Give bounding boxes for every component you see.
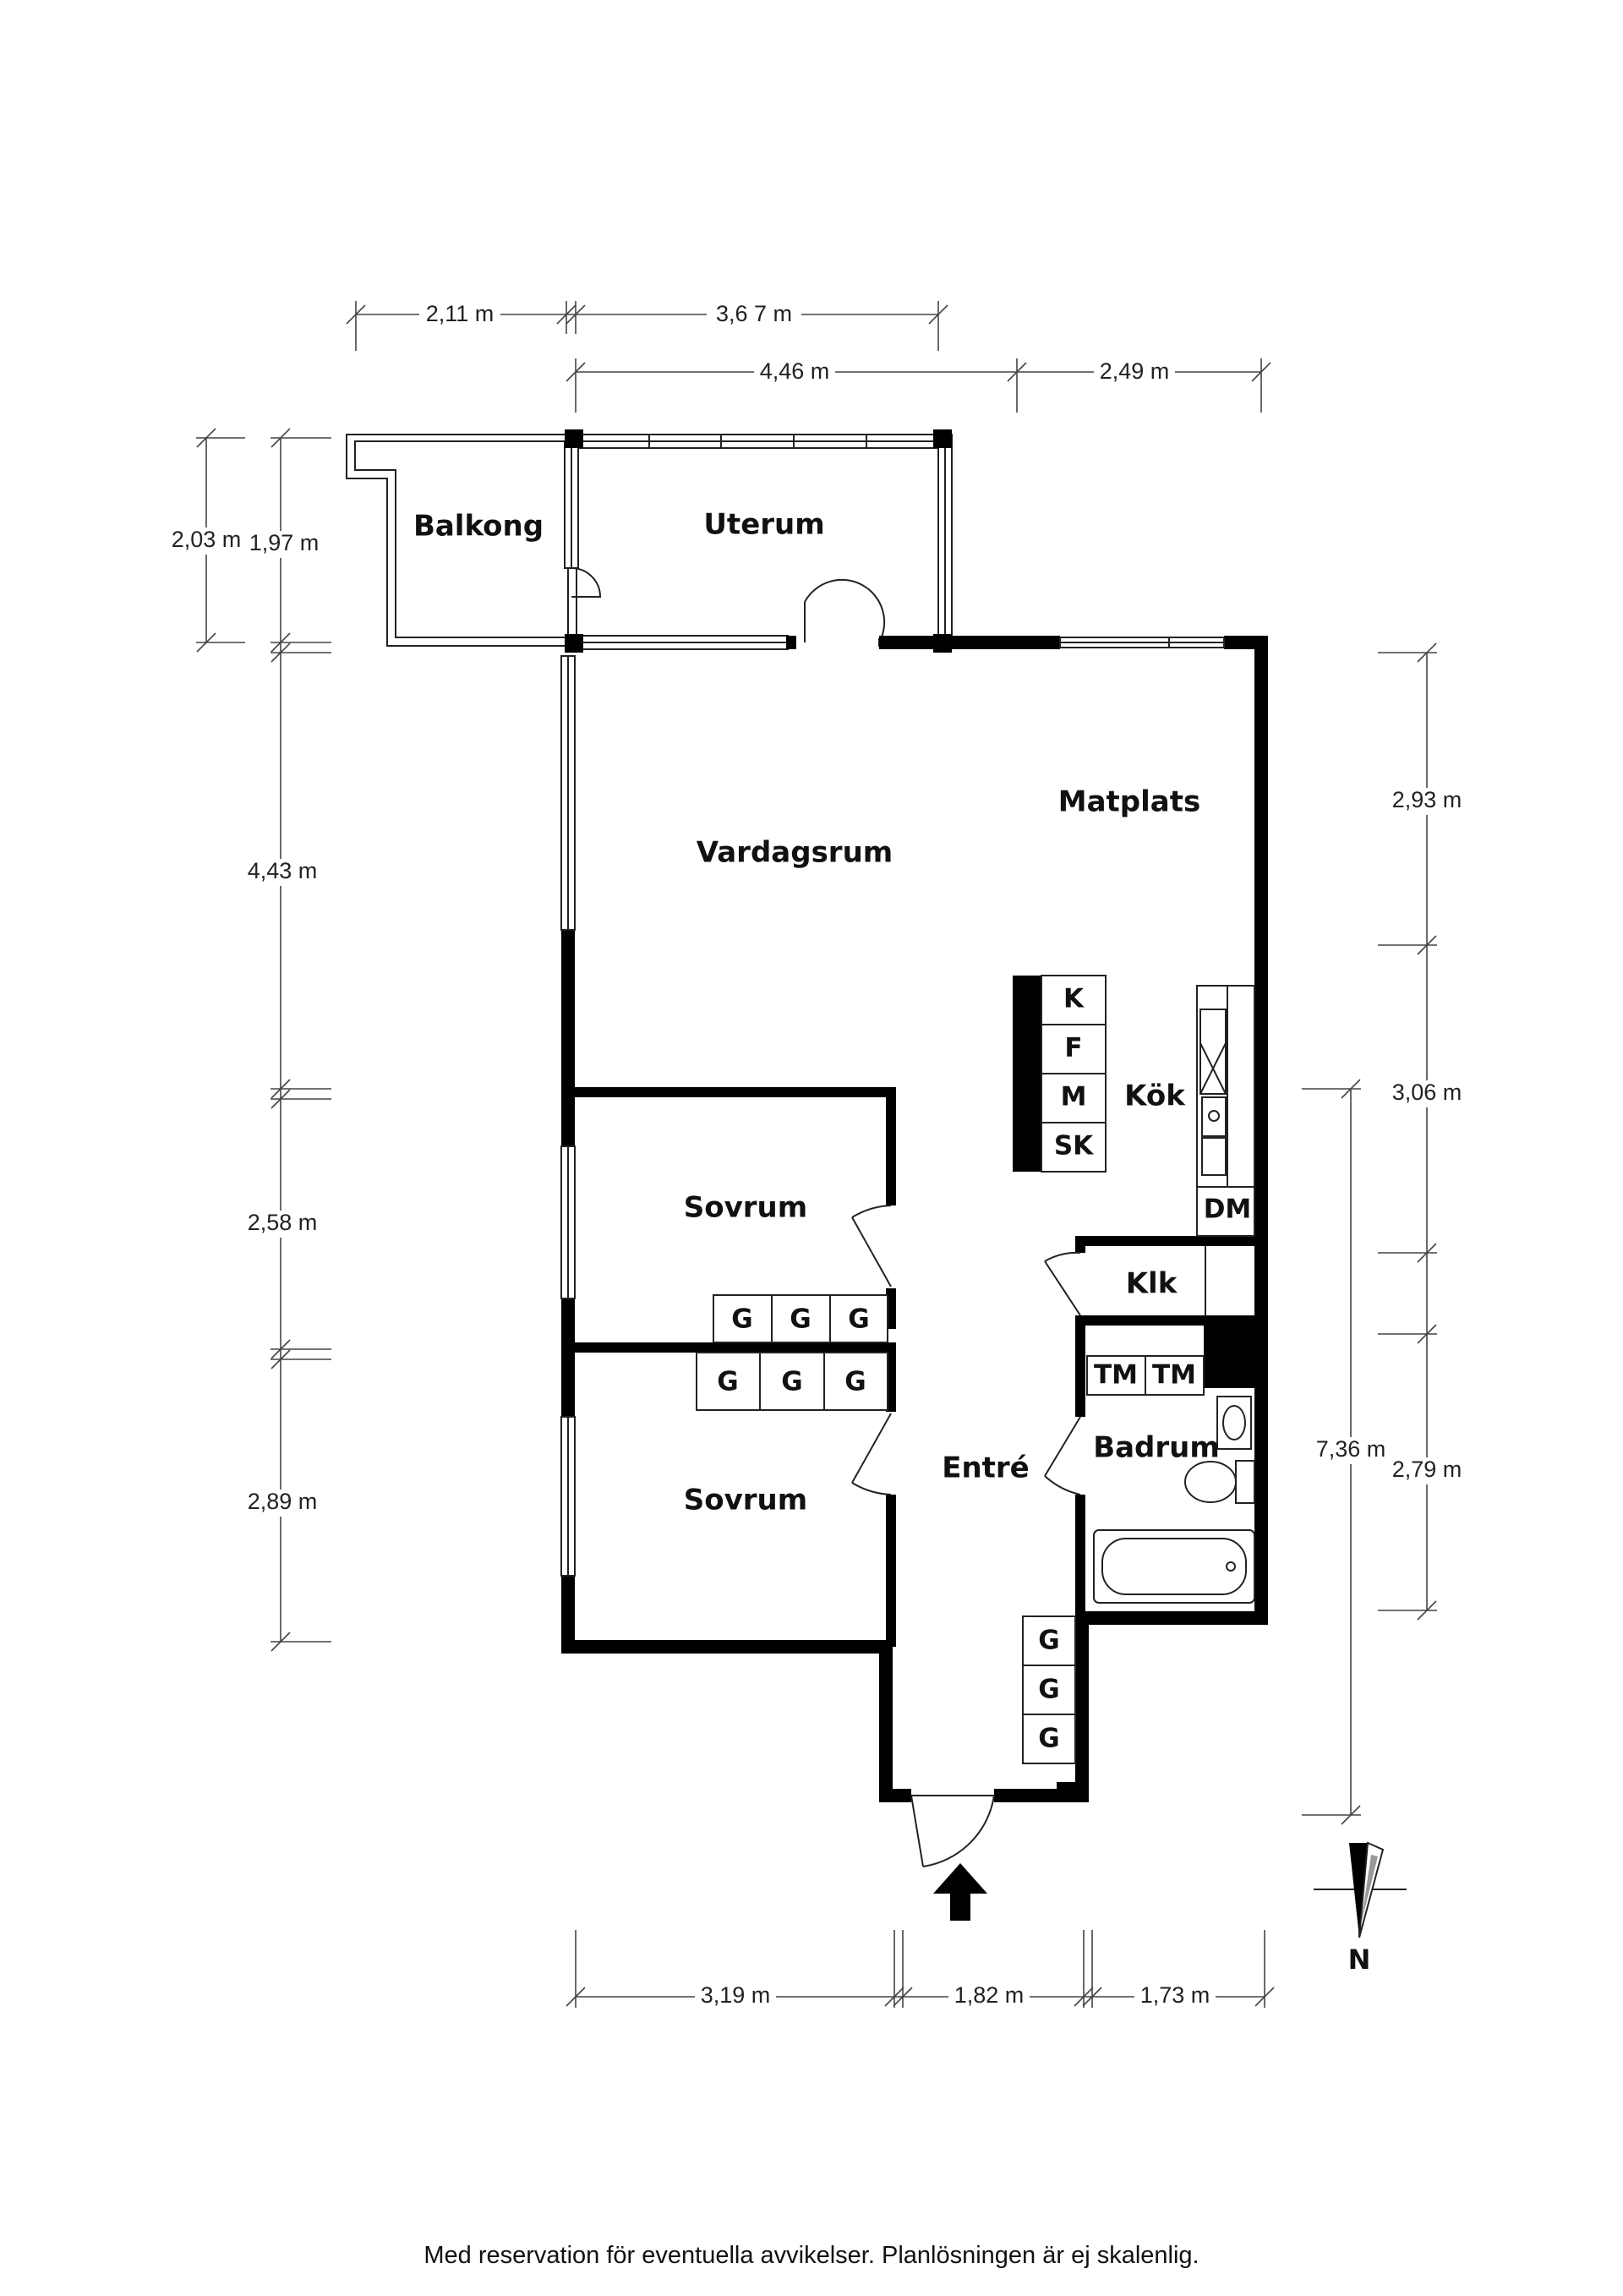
- wardrobe-label: G: [848, 1304, 869, 1335]
- sunroom-door: [804, 578, 886, 643]
- hall-wardrobes: G G G: [1022, 1615, 1076, 1764]
- wardrobe-label: G: [731, 1304, 752, 1335]
- dim-right-matplats: 2,93 m: [1392, 787, 1462, 812]
- kitchen-counter: DM: [1196, 985, 1255, 1237]
- dim-top-balkong: 2,11 m: [426, 301, 495, 326]
- compass-north-label: N: [1348, 1943, 1371, 1976]
- wardrobe-label: G: [1038, 1675, 1059, 1705]
- wardrobe-label: G: [844, 1367, 866, 1397]
- dim-right-badrum: 2,79 m: [1392, 1457, 1462, 1482]
- room-label-kok: Kök: [1124, 1080, 1186, 1113]
- room-label-sovrum-1: Sovrum: [684, 1191, 807, 1225]
- sunroom-glazing: [564, 434, 953, 650]
- balcony-door: [571, 567, 602, 598]
- dim-bottom-right: 1,73 m: [1140, 1982, 1210, 2008]
- room-label-klk: Klk: [1126, 1267, 1178, 1301]
- wardrobe-label: G: [781, 1367, 802, 1397]
- compass: N: [1314, 1841, 1407, 1976]
- dim-left-sovrum-1: 2,58 m: [248, 1210, 318, 1235]
- washing-machine-label: TM: [1094, 1360, 1138, 1391]
- entrance-arrow-icon: [933, 1863, 987, 1921]
- bathroom-fixtures: TM TM: [1086, 1355, 1255, 1604]
- dim-right-kok: 3,06 m: [1392, 1080, 1462, 1105]
- wardrobe-label: G: [1038, 1626, 1059, 1656]
- dim-top-uterum: 3,6 7 m: [716, 301, 792, 326]
- room-label-vardagsrum: Vardagsrum: [697, 836, 893, 870]
- dim-left-sovrum-2: 2,89 m: [248, 1489, 318, 1514]
- dim-bottom-middle: 1,82 m: [954, 1982, 1025, 2008]
- room-label-badrum: Badrum: [1093, 1431, 1220, 1465]
- dimension-labels: 2,11 m 3,6 7 m 4,46 m 2,49 m 2,03 m 1,97…: [166, 301, 1467, 2010]
- room-label-sovrum-2: Sovrum: [684, 1484, 807, 1517]
- bedroom-1-wardrobes: G G G: [713, 1294, 888, 1343]
- dryer-label: TM: [1152, 1360, 1196, 1391]
- wardrobe-label: G: [790, 1304, 811, 1335]
- compass-needle-icon: [1349, 1843, 1368, 1938]
- room-labels: Balkong Uterum Vardagsrum Matplats Kök S…: [413, 508, 1220, 1517]
- dim-bottom-left: 3,19 m: [701, 1982, 771, 2008]
- interior-walls: [561, 1087, 1261, 1647]
- wardrobe-label: G: [717, 1367, 738, 1397]
- wardrobe-label: G: [1038, 1724, 1059, 1754]
- dim-left-uterum: 1,97 m: [249, 530, 320, 555]
- freezer-label: F: [1064, 1033, 1082, 1063]
- dim-left-outer: 2,03 m: [172, 527, 242, 552]
- dim-left-vardagsrum: 4,43 m: [248, 858, 318, 883]
- room-label-balkong: Balkong: [413, 510, 544, 544]
- disclaimer-footer: Med reservation för eventuella avvikelse…: [424, 2242, 1199, 2269]
- fridge-label: K: [1063, 984, 1085, 1014]
- kitchen-appliances: K F M SK: [1013, 975, 1107, 1173]
- dim-top-main-left: 4,46 m: [760, 358, 830, 384]
- room-label-matplats: Matplats: [1058, 785, 1200, 819]
- dishwasher-label: DM: [1204, 1194, 1252, 1225]
- doors: [851, 1205, 1081, 1867]
- room-label-entre: Entré: [942, 1451, 1030, 1485]
- dim-top-main-right: 2,49 m: [1100, 358, 1170, 384]
- bedroom-2-wardrobes: G G G: [696, 1352, 888, 1411]
- dim-right-outer: 7,36 m: [1316, 1436, 1386, 1462]
- room-label-uterum: Uterum: [703, 508, 824, 542]
- cabinet-label: SK: [1054, 1131, 1094, 1162]
- microwave-label: M: [1061, 1082, 1087, 1112]
